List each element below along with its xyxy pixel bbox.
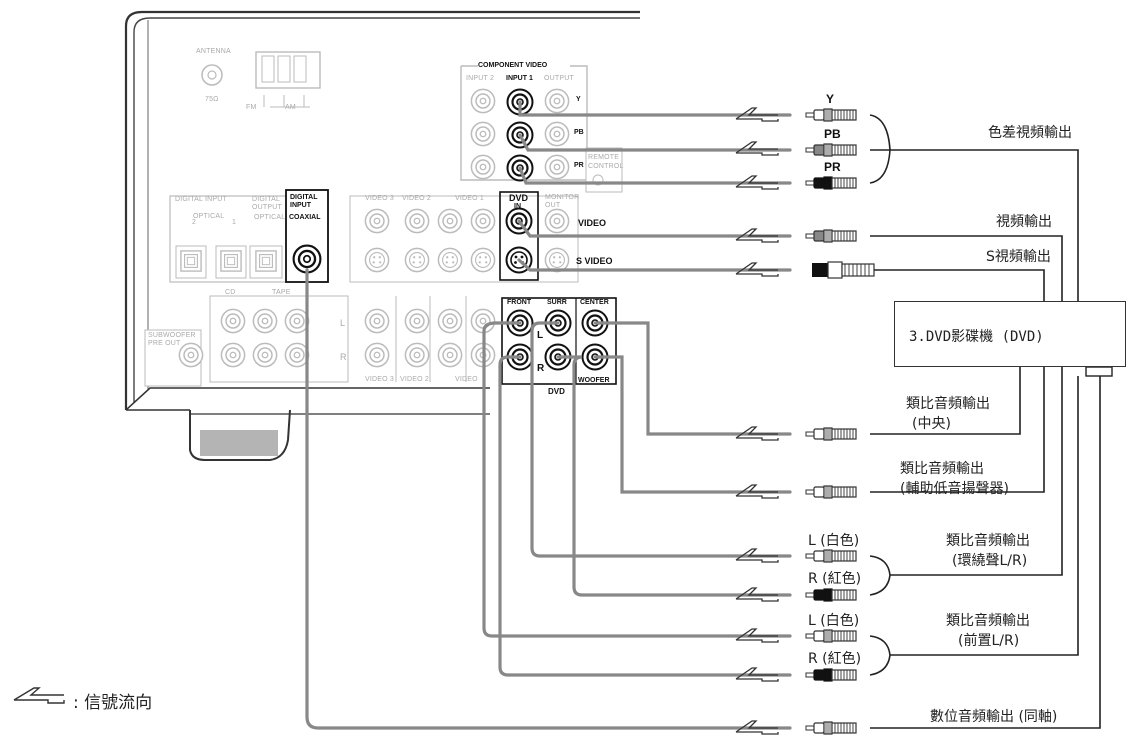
video3-label: VIDEO 3 <box>365 195 395 202</box>
video1-label: VIDEO 1 <box>455 195 485 202</box>
surround-out-label-1: 類比音頻輸出 <box>946 533 1030 549</box>
subwoofer-preout-label: SUBWOOFER PRE OUT <box>148 332 196 347</box>
dvd-player-box: 3.DVD影碟機 (DVD) <box>894 301 1126 367</box>
signal-flow-arrow-icon <box>13 687 65 704</box>
sub-out-label-2: (輔助低音揚聲器) <box>900 481 1009 497</box>
audio-inputs <box>144 295 617 387</box>
front-r-color-label: R (紅色) <box>808 651 862 667</box>
sub-out-label-1: 類比音頻輸出 <box>900 461 984 477</box>
optical-1-label: 1 <box>232 219 237 226</box>
digital-input-main-label: DIGITAL INPUT <box>290 194 318 209</box>
comp-pr-label: PR <box>574 162 584 169</box>
comp-y-label: Y <box>576 96 581 103</box>
dvd-player-label: 3.DVD影碟機 (DVD) <box>909 329 1044 345</box>
center-out-label-1: 類比音頻輸出 <box>906 396 990 412</box>
fm-label: FM <box>246 104 257 111</box>
plug-y-label: Y <box>826 92 835 106</box>
output-wires <box>869 114 1113 729</box>
video-jack-label: VIDEO <box>578 218 607 228</box>
plug-pb-label: PB <box>824 127 841 141</box>
front-out-label-1: 類比音頻輸出 <box>946 613 1030 629</box>
video2-label: VIDEO 2 <box>402 195 432 202</box>
signal-flow-arrows <box>735 107 779 735</box>
rca-plugs <box>805 108 875 735</box>
plug-pr-label: PR <box>824 160 841 174</box>
receiver-chassis <box>124 10 640 461</box>
optical-out-label: OPTICAL <box>254 214 286 221</box>
dvd-in-label: IN <box>514 203 521 210</box>
antenna-label: ANTENNA <box>196 48 231 55</box>
woofer-label: WOOFER <box>578 377 610 384</box>
center-out-label-2: (中央) <box>912 416 951 432</box>
video2-bottom-label: VIDEO 2 <box>400 376 430 383</box>
component-out-label: 色差視頻輸出 <box>988 125 1072 141</box>
comp-input2-label: INPUT 2 <box>466 75 495 82</box>
cables <box>305 100 792 730</box>
digital-coax-label: 數位音頻輸出 (同軸) <box>930 709 1058 725</box>
front-l-color-label: L (白色) <box>808 613 860 629</box>
optical-label: OPTICAL <box>193 213 225 220</box>
comp-pb-label: PB <box>574 129 584 136</box>
cd-label: CD <box>225 289 236 296</box>
svideo-out-label: S視頻輸出 <box>986 249 1051 265</box>
digital-output-label: DIGITAL OUTPUT <box>252 196 282 211</box>
antenna-section <box>201 51 321 108</box>
video-out-label: 視頻輸出 <box>996 214 1052 230</box>
front-l-label: L <box>537 330 544 341</box>
antenna-impedance: 75Ω <box>205 96 219 103</box>
digital-section <box>169 189 329 283</box>
surround-out-label-2: (環繞聲L/R) <box>952 553 1028 569</box>
front-r-label: R <box>537 363 545 374</box>
dvd-video-label: DVD <box>509 193 529 203</box>
remote-control-label: REMOTE CONTROL <box>588 154 624 170</box>
video-bottom-label: VIDEO <box>455 376 478 383</box>
audio-r-label: R <box>340 352 347 362</box>
digital-input-left-label: DIGITAL INPUT <box>175 196 227 203</box>
center-label: CENTER <box>580 299 609 306</box>
audio-l-label: L <box>340 318 346 328</box>
front-out-label-2: (前置L/R) <box>958 633 1020 649</box>
svideo-jack-label: S VIDEO <box>576 256 613 266</box>
surr-label: SURR <box>547 299 567 306</box>
optical-2-label: 2 <box>192 219 197 226</box>
component-video-label: COMPONENT VIDEO <box>478 62 548 69</box>
am-label: AM <box>285 104 296 111</box>
comp-output-label: OUTPUT <box>544 75 574 82</box>
tape-label: TAPE <box>272 289 291 296</box>
video3-bottom-label: VIDEO 3 <box>365 376 395 383</box>
dvd-audio-label: DVD <box>548 387 565 396</box>
surround-l-label: L (白色) <box>808 533 860 549</box>
comp-input1-label: INPUT 1 <box>506 75 533 82</box>
monitor-out-label: MONITOR OUT <box>545 194 580 209</box>
component-video-panel <box>460 65 623 193</box>
legend-text: : 信號流向 <box>73 693 153 713</box>
coaxial-label: COAXIAL <box>289 214 321 221</box>
surround-r-label: R (紅色) <box>808 571 862 587</box>
front-label: FRONT <box>507 299 532 306</box>
